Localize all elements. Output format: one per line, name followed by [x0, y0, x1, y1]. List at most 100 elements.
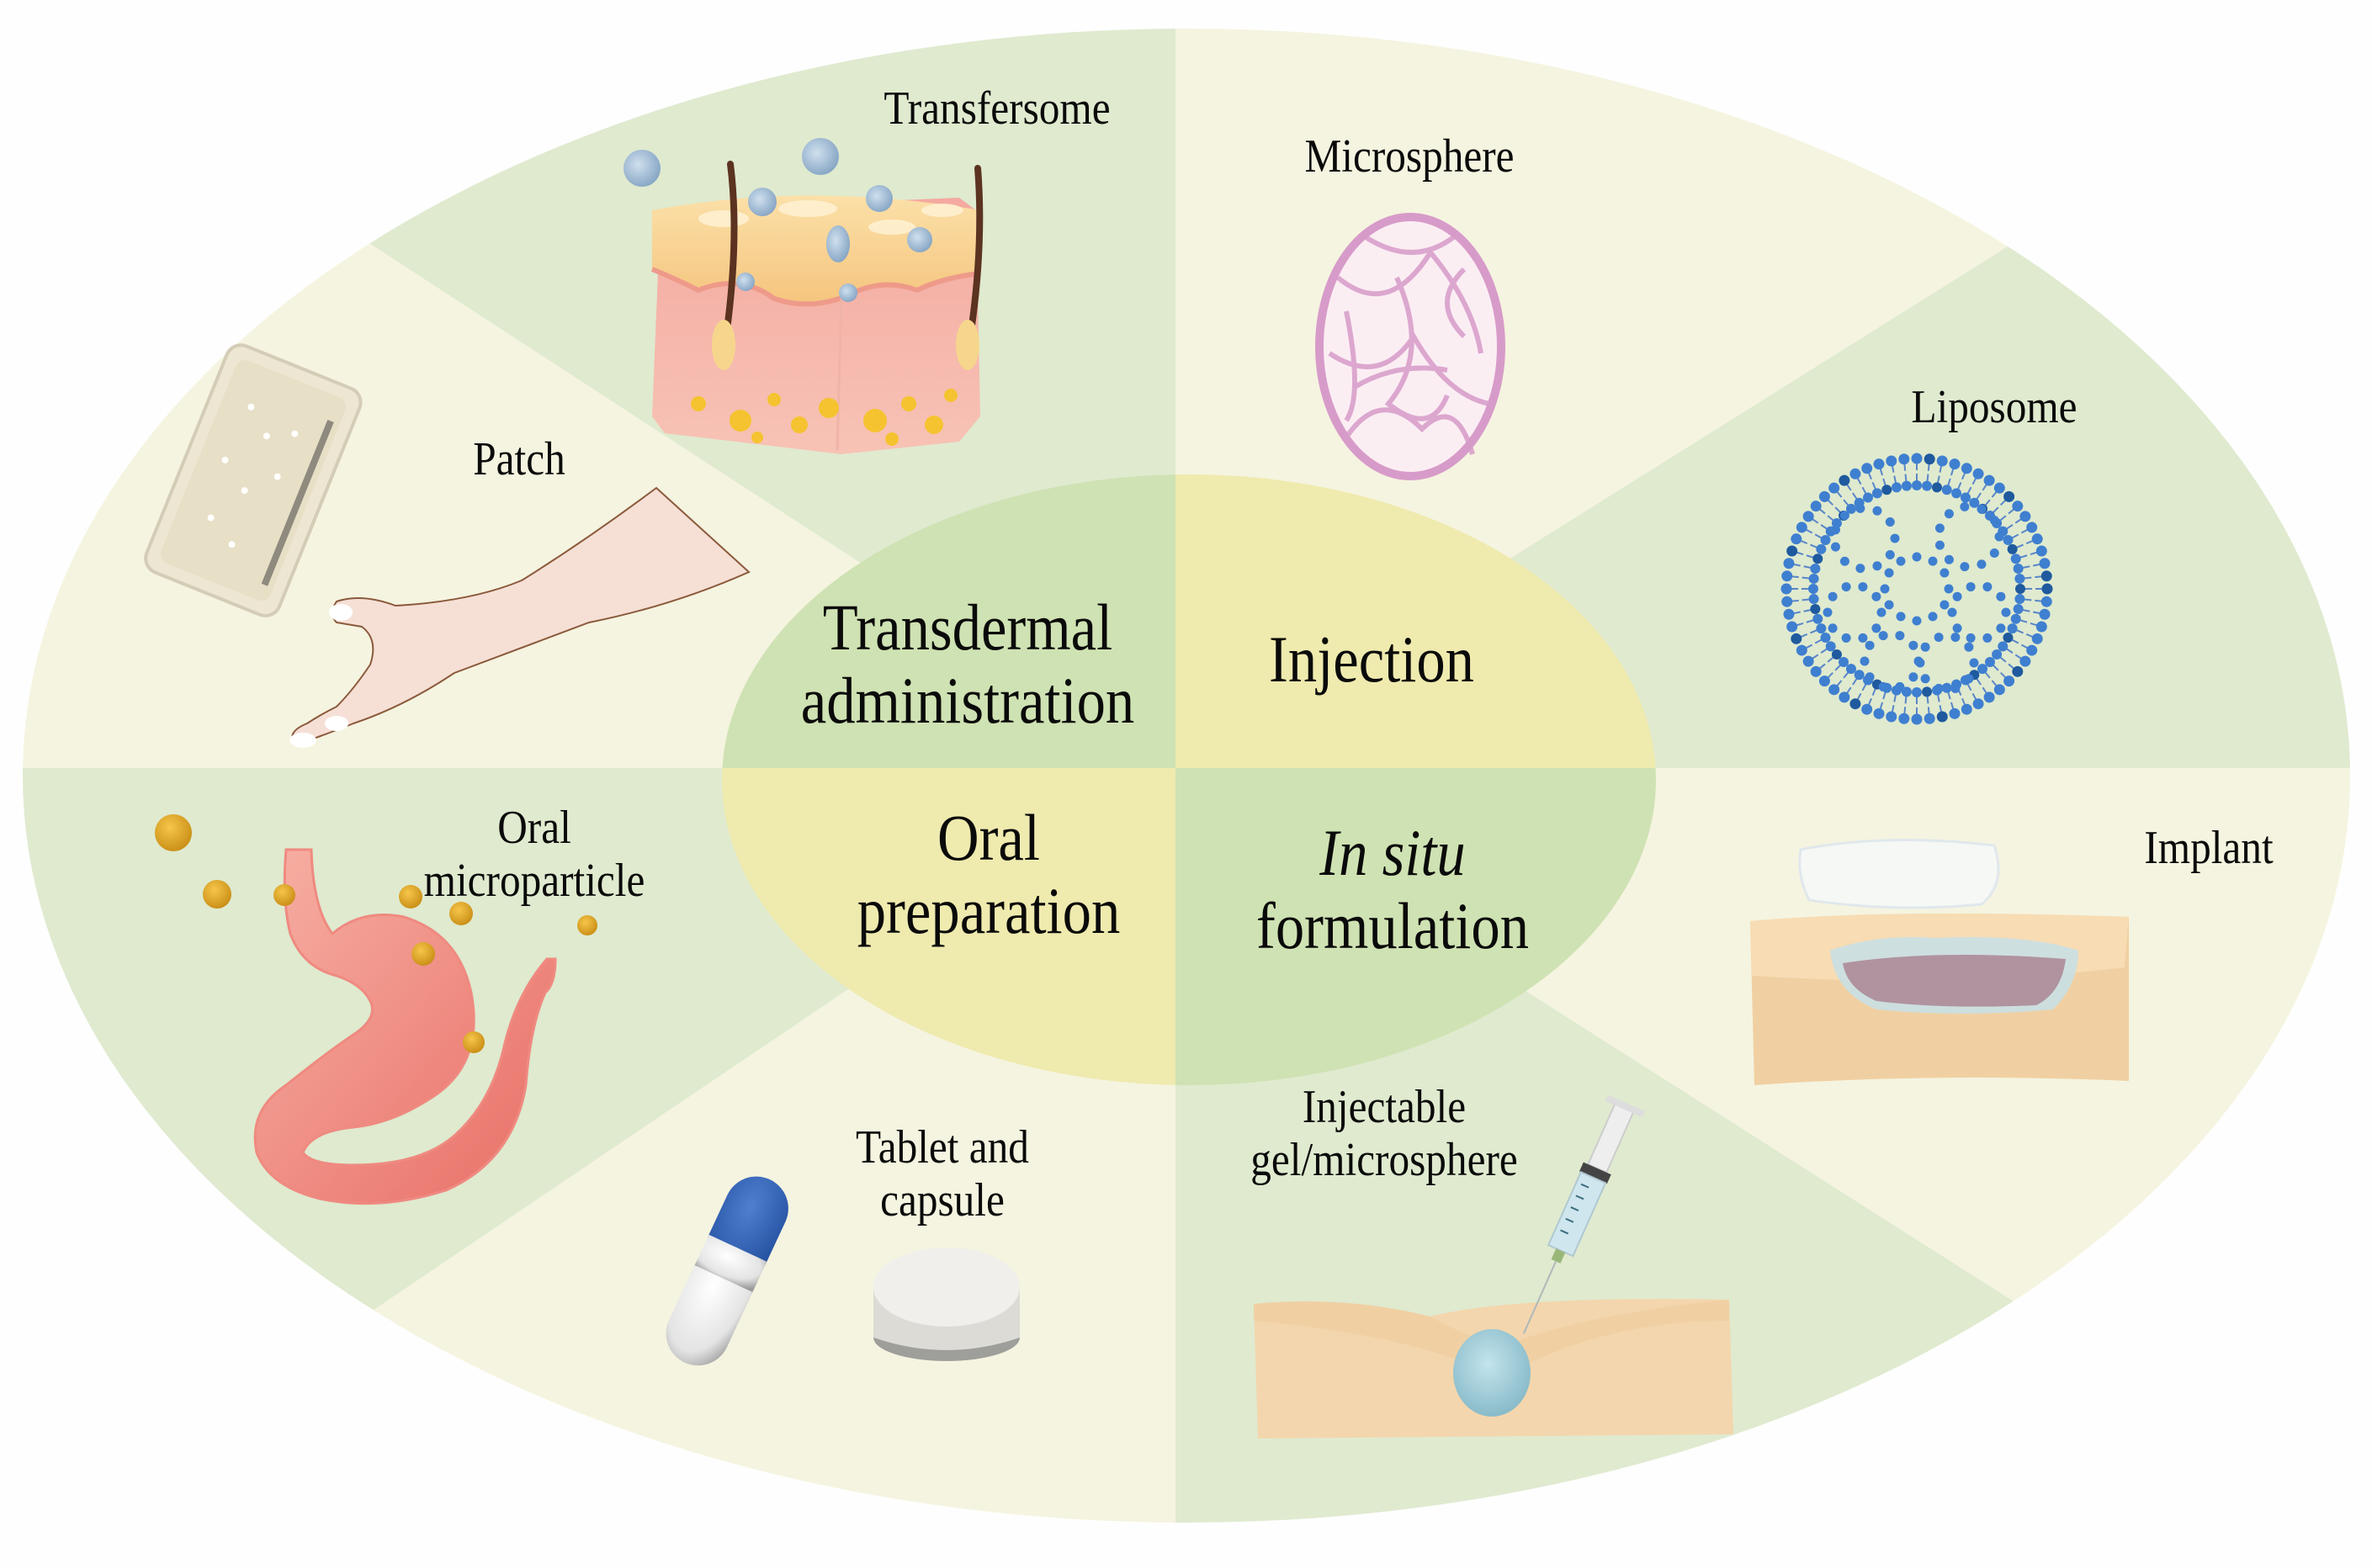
lipid-head [1871, 623, 1881, 633]
lipid-head [1928, 556, 1938, 566]
lipid-head [2007, 543, 2018, 554]
lipid-head [1791, 533, 1802, 545]
lipid-head [1901, 686, 1912, 697]
tablet-icon [873, 1248, 1020, 1361]
lipid-head [1915, 658, 1925, 668]
lipid-head [1886, 455, 1897, 467]
lipid-head [1951, 488, 1962, 499]
lipid-head [1982, 633, 1993, 643]
label-patch: Patch [473, 433, 565, 485]
lipid-head [1934, 633, 1944, 643]
label-injectable-gel: Injectable gel/microsphere [1250, 1081, 1518, 1186]
lipid-head [1924, 712, 1935, 724]
lipid-head [1871, 591, 1881, 601]
lipid-head [1845, 503, 1856, 514]
lipid-head [1855, 564, 1865, 574]
lipid-head [1993, 482, 2005, 494]
lipid-head [1960, 492, 1971, 503]
lipid-head [1952, 623, 1962, 633]
lipid-head [1972, 698, 1984, 710]
lipid-head [1972, 468, 1984, 479]
lipid-head [1983, 474, 1995, 486]
label-oral-microparticle: Oral microparticle [423, 802, 645, 907]
lipid-head [1825, 641, 1836, 652]
lipid-head [1884, 600, 1894, 610]
lipid-head [2010, 554, 2021, 564]
implant-icon [1750, 839, 2129, 1085]
lipid-head [2001, 607, 2011, 617]
lipid-head [1895, 681, 1905, 691]
lipid-head [1920, 642, 1930, 652]
lipid-head [1816, 543, 1827, 554]
lipid-head [1941, 485, 1952, 495]
lipid-head [2014, 594, 2025, 605]
label-implant: Implant [2144, 822, 2274, 874]
lipid-head [1841, 582, 1851, 592]
lipid-head [1783, 558, 1795, 569]
lipid-head [1940, 568, 1950, 578]
lipid-head [1876, 607, 1886, 617]
lipid-head [2039, 608, 2051, 620]
lipid-head [1808, 594, 1819, 605]
lipid-head [1802, 511, 1814, 522]
lipid-head [2003, 490, 2015, 502]
lipid-head [1944, 554, 1954, 564]
lipid-head [1908, 672, 1918, 682]
lipid-head [2013, 564, 2024, 575]
lipid-head [2019, 511, 2031, 522]
lipid-head [2040, 596, 2052, 607]
lipid-head [1931, 482, 1942, 493]
lipid-head [1861, 463, 1873, 474]
lipid-head [2019, 655, 2031, 667]
lipid-head [1791, 633, 1802, 644]
lipid-head [2031, 633, 2043, 644]
lipid-head [1849, 698, 1861, 710]
lipid-head [1781, 596, 1793, 607]
lipid-head [1983, 691, 1995, 703]
lipid-head [2003, 535, 2014, 546]
lipid-head [2012, 665, 2024, 677]
lipid-head [1786, 545, 1798, 557]
lipid-head [1998, 641, 2009, 652]
lipid-head [1865, 640, 1875, 650]
lipid-head [1993, 684, 2005, 696]
lipid-head [1878, 681, 1888, 691]
lipid-head [1969, 497, 1980, 508]
lipid-head [1941, 682, 1952, 693]
lipid-head [1936, 455, 1948, 467]
microsphere-icon [1315, 213, 1505, 480]
capsule-icon [666, 1176, 788, 1366]
skin-layers-icon [624, 138, 984, 454]
lipid-head [1810, 603, 1821, 614]
lipid-head [1989, 516, 1999, 526]
lipid-head [2015, 584, 2025, 594]
lipid-head [1812, 613, 1823, 624]
lipid-head [1996, 591, 2006, 601]
lipid-head [1960, 501, 1970, 511]
lipid-head [1924, 453, 1935, 465]
lipid-head [1828, 623, 1838, 633]
lipid-head [1982, 582, 1993, 592]
lipid-head [1802, 655, 1814, 667]
lipid-head [1896, 612, 1906, 622]
lipid-head [1796, 644, 1807, 656]
lipid-head [1969, 658, 1979, 668]
lipid-head [1810, 665, 1822, 677]
lipid-head [1934, 683, 1944, 693]
lipid-head [1884, 568, 1894, 578]
lipid-head [1839, 511, 1849, 521]
label-transdermal: Transdermal administration [800, 591, 1135, 738]
lipid-head [1783, 608, 1795, 620]
lipid-head [1828, 482, 1840, 494]
lipid-head [1845, 664, 1856, 675]
label-in-situ: In situ formulation [1255, 816, 1530, 963]
lipid-head [1966, 633, 1976, 643]
lipid-head [1854, 670, 1865, 681]
lipid-head [2012, 501, 2024, 512]
lipid-head [2040, 570, 2052, 582]
lipid-head [1911, 453, 1923, 464]
lipid-head [1890, 533, 1900, 543]
lipid-head [1858, 582, 1868, 592]
lipid-head [1996, 623, 2006, 633]
